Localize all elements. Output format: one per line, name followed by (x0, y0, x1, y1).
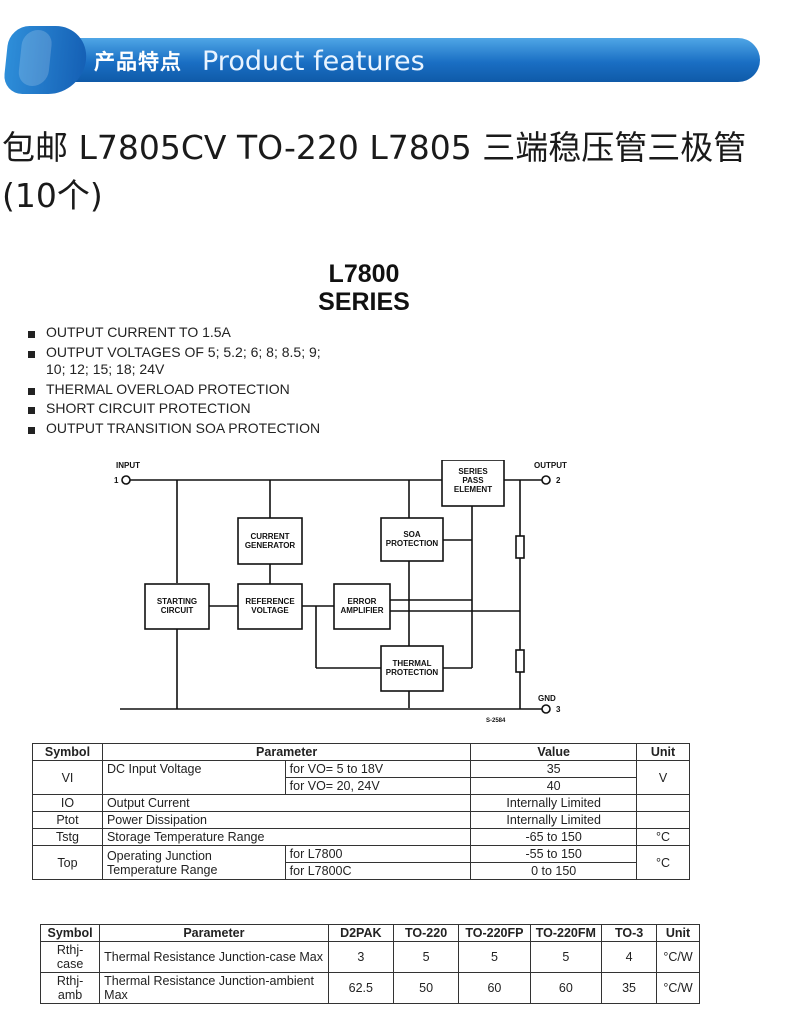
svg-text:ERROR: ERROR (348, 597, 377, 606)
svg-text:SERIES: SERIES (458, 467, 488, 476)
datasheet-image: L7800 SERIES OUTPUT CURRENT TO 1.5A OUTP… (10, 236, 748, 1011)
diagram-gnd-label: GND (538, 694, 556, 703)
feature-list: OUTPUT CURRENT TO 1.5A OUTPUT VOLTAGES O… (26, 324, 446, 439)
bullet-icon (28, 407, 35, 414)
diagram-output-label: OUTPUT (534, 461, 567, 470)
feature-item: OUTPUT CURRENT TO 1.5A (26, 324, 446, 342)
bullet-icon (28, 387, 35, 395)
table-row: for L7800C 0 to 150 (33, 862, 690, 880)
svg-text:PROTECTION: PROTECTION (386, 539, 439, 548)
table-row: VI DC Input Voltage for VO= 5 to 18V 35 … (32, 760, 690, 795)
svg-text:STARTING: STARTING (157, 597, 197, 606)
svg-text:GENERATOR: GENERATOR (245, 541, 296, 550)
table-row: Top Operating Junction Temperature Range… (32, 845, 690, 880)
table-header-row: Symbol Parameter Value Unit (32, 743, 690, 761)
ratings-table: Symbol Parameter Value Unit VI DC Input … (32, 743, 690, 880)
svg-text:PROTECTION: PROTECTION (386, 668, 439, 677)
svg-text:CURRENT: CURRENT (250, 532, 289, 541)
feature-item: THERMAL OVERLOAD PROTECTION (26, 381, 446, 399)
banner-title-cn: 产品特点 (94, 50, 182, 74)
svg-text:CIRCUIT: CIRCUIT (161, 606, 194, 615)
diagram-input-pin: 1 (114, 476, 119, 485)
feature-item: OUTPUT VOLTAGES OF 5; 5.2; 6; 8; 8.5; 9;… (26, 344, 336, 379)
banner-title-en: Product features (202, 46, 425, 77)
table-row: IO Output Current Internally Limited (32, 794, 690, 812)
series-name: L7800 SERIES (10, 260, 718, 316)
svg-text:VOLTAGE: VOLTAGE (251, 606, 289, 615)
svg-text:SOA: SOA (403, 530, 421, 539)
table-row: Rthj-case Thermal Resistance Junction-ca… (39, 941, 700, 973)
table-row: Ptot Power Dissipation Internally Limite… (32, 811, 690, 829)
feature-item: OUTPUT TRANSITION SOA PROTECTION (26, 420, 446, 438)
svg-text:AMPLIFIER: AMPLIFIER (340, 606, 383, 615)
table-row: Tstg Storage Temperature Range -65 to 15… (32, 828, 690, 846)
table-row: Rthj-amb Thermal Resistance Junction-amb… (39, 972, 700, 1004)
bullet-icon (28, 331, 35, 338)
table-row: for VO= 20, 24V 40 (33, 777, 690, 795)
banner-bar (46, 38, 760, 82)
series-line-2: SERIES (318, 288, 410, 316)
svg-text:PASS: PASS (462, 476, 484, 485)
diagram-input-label: INPUT (116, 461, 140, 470)
banner-cap (2, 26, 90, 94)
thermal-table: Symbol Parameter D2PAK TO-220 TO-220FP T… (39, 924, 700, 1004)
bullet-icon (28, 350, 35, 358)
svg-text:THERMAL: THERMAL (392, 659, 431, 668)
diagram-gnd-pin: 3 (556, 705, 561, 714)
product-title: 包邮 L7805CV TO-220 L7805 三端稳压管三极管(10个) (2, 128, 747, 215)
feature-item: SHORT CIRCUIT PROTECTION (26, 400, 446, 418)
svg-text:ELEMENT: ELEMENT (454, 485, 492, 494)
diagram-output-pin: 2 (556, 476, 561, 485)
bullet-icon (28, 426, 35, 434)
diagram-code: S-2584 (486, 718, 506, 724)
svg-text:REFERENCE: REFERENCE (245, 597, 295, 606)
table-header-row: Symbol Parameter D2PAK TO-220 TO-220FP T… (39, 924, 700, 942)
section-banner: 产品特点 Product features (2, 26, 760, 94)
block-diagram: INPUT 1 OUTPUT 2 GND 3 SERIES PASS ELEME… (110, 460, 610, 730)
series-line-1: L7800 (328, 260, 400, 288)
